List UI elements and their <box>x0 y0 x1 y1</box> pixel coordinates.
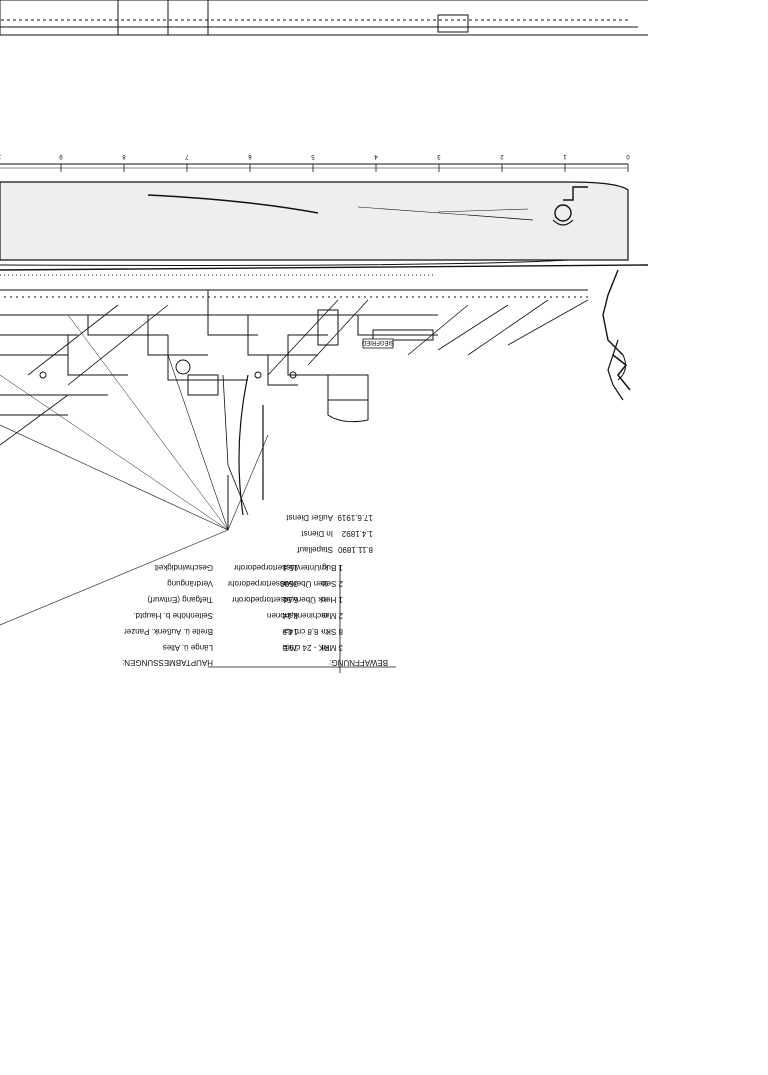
spec-label: Geschwindigkeit <box>154 563 213 572</box>
scale-tick-label: 6 <box>248 153 252 159</box>
spec-unit: kn <box>320 563 328 572</box>
table-heading-dimensions: HAUPTABMESSUNGEN: <box>122 658 213 667</box>
history-label: Stapellauf <box>297 545 333 554</box>
scale-tick-label: 10 <box>0 153 1 159</box>
spec-armament: 1 Heck Überwassertorpedorohr <box>232 595 343 604</box>
spec-eq: = <box>283 579 288 588</box>
history-value: 8.11.1890 <box>337 545 373 554</box>
spec-unit: m <box>321 611 328 620</box>
history-value: 17.6.1919 <box>337 513 373 522</box>
scale-tick-label: 9 <box>59 153 63 159</box>
history-value: 1.4.1892 <box>341 529 373 538</box>
scale-tick-label: 2 <box>500 153 504 159</box>
spec-armament: 3 MRK - 24 cm/L <box>282 643 343 652</box>
spec-armament: 2 Maschinenkanonen <box>267 611 343 620</box>
history-label: In Dienst <box>301 529 333 538</box>
deck-and-stern <box>0 264 649 401</box>
spec-unit: m <box>321 595 328 604</box>
hull-name-label: SIEGFRIED <box>361 339 394 345</box>
spec-value: 3500 <box>280 579 298 588</box>
scale-tick-label: 7 <box>185 153 189 159</box>
spec-value: 5,51 <box>282 595 298 604</box>
superstructure <box>0 274 589 626</box>
spec-value: 15,1 <box>282 563 298 572</box>
history-label: Außer Dienst <box>286 513 333 522</box>
spec-armament: 2 Seiten Überwassertorpedorohr <box>227 579 343 588</box>
table-heading-armament: BEWAFFNUNG: <box>329 658 388 667</box>
spec-eq: = <box>283 563 288 572</box>
spec-label: Tiefgang (Entwurf) <box>147 595 213 604</box>
scale-tick-label: 4 <box>374 153 378 159</box>
spec-value: 8,14 <box>282 611 298 620</box>
spec-label: Verdrängung <box>167 579 213 588</box>
spec-eq: = <box>283 643 288 652</box>
scale-tick-label: 1 <box>563 153 567 159</box>
spec-value: 14,9 <box>282 627 298 636</box>
scale-tick-label: 0 <box>626 153 630 159</box>
specifications-table: HAUPTABMESSUNGEN: BEWAFFNUNG: Länge ü. A… <box>122 513 396 673</box>
spec-eq: = <box>283 595 288 604</box>
spec-armament: 1 Bug Unterwassertorpedorohr <box>233 563 343 572</box>
spec-unit: m <box>321 627 328 636</box>
hull-plan-view <box>0 181 629 266</box>
spec-label: Breite ü. Außenk. Panzer <box>124 627 213 636</box>
spec-label: Länge ü. Alles <box>163 643 213 652</box>
scale-bar: 0 1 2 3 4 5 6 7 8 9 10 <box>0 153 630 172</box>
scale-tick-label: 5 <box>311 153 315 159</box>
spec-eq: = <box>283 627 288 636</box>
hull-name-plate: SIEGFRIED <box>361 338 394 349</box>
spec-eq: = <box>283 611 288 620</box>
spec-unit: m <box>321 643 328 652</box>
spec-label: Seitenhöhe b. Hauptd. <box>133 611 213 620</box>
spec-armament: 8 SK - 8,8 cm /L <box>285 627 343 636</box>
spec-value: 79,0 <box>282 643 298 652</box>
scale-tick-label: 3 <box>437 153 441 159</box>
lower-ship-outline <box>0 0 648 36</box>
scale-tick-label: 8 <box>122 153 126 159</box>
spec-unit: to <box>321 579 328 588</box>
